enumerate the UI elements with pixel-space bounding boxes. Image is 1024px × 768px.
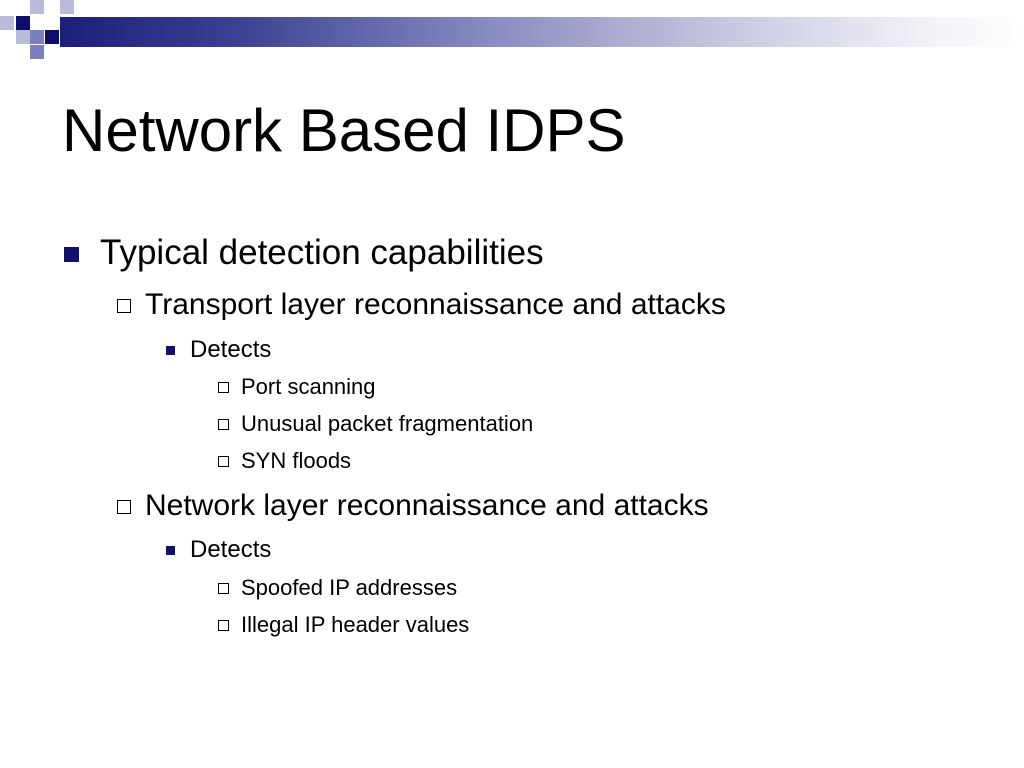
- header-gradient-bar: [60, 17, 1024, 47]
- small-hollow-bullet-icon: [218, 620, 229, 631]
- bullet-level4-item: Unusual packet fragmentation: [241, 411, 534, 436]
- hollow-square-bullet-icon: [117, 500, 131, 514]
- slide-title: Network Based IDPS: [62, 97, 626, 164]
- decor-square-icon: [30, 0, 44, 14]
- bullet-level1: Typical detection capabilities: [100, 233, 544, 272]
- small-hollow-bullet-icon: [218, 382, 229, 393]
- decor-square-icon: [45, 30, 59, 44]
- bullet-level3-detects: Detects: [190, 336, 272, 363]
- bullet-level2-transport: Transport layer reconnaissance and attac…: [145, 288, 726, 321]
- filled-square-bullet-icon: [64, 247, 79, 262]
- small-hollow-bullet-icon: [218, 456, 229, 467]
- small-square-bullet-icon: [166, 546, 175, 555]
- decor-square-icon: [30, 45, 44, 59]
- decor-square-icon: [16, 30, 30, 44]
- small-hollow-bullet-icon: [218, 419, 229, 430]
- bullet-level4-item: Illegal IP header values: [241, 612, 470, 637]
- bullet-level4-item: Spoofed IP addresses: [241, 575, 458, 600]
- small-square-bullet-icon: [166, 346, 175, 355]
- bullet-level2-network: Network layer reconnaissance and attacks: [145, 489, 709, 522]
- bullet-level4-item: SYN floods: [241, 448, 352, 473]
- decor-square-icon: [30, 30, 44, 44]
- small-hollow-bullet-icon: [218, 583, 229, 594]
- decor-square-icon: [16, 16, 30, 30]
- decor-square-icon: [60, 0, 74, 14]
- decor-square-icon: [0, 16, 14, 30]
- bullet-level4-item: Port scanning: [241, 374, 376, 399]
- bullet-level3-detects: Detects: [190, 536, 272, 563]
- hollow-square-bullet-icon: [117, 299, 131, 313]
